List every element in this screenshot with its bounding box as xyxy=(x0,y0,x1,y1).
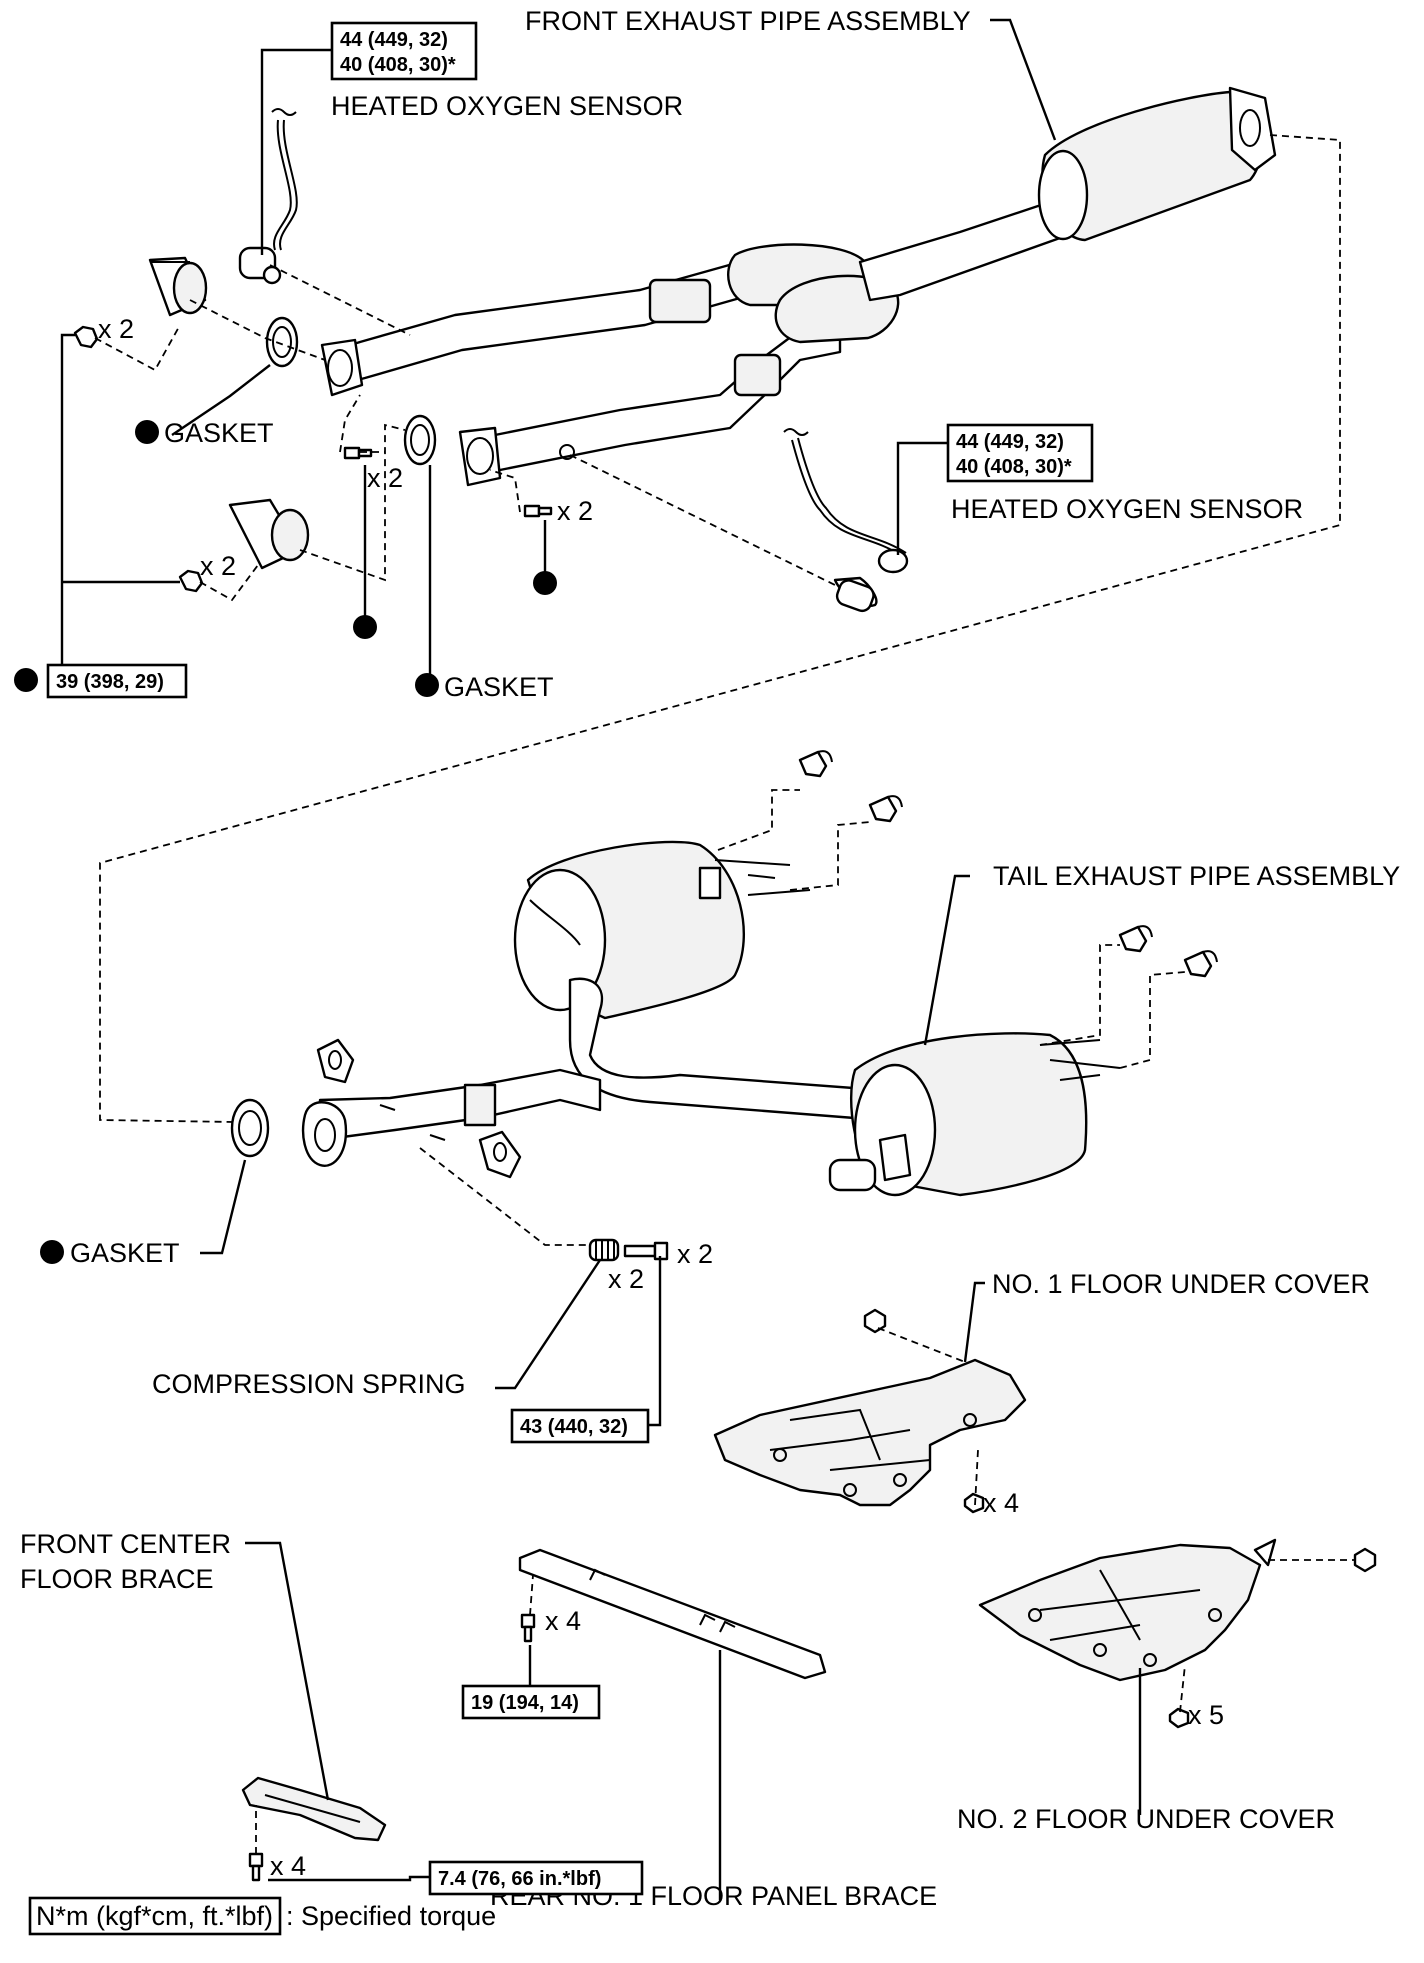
label-compression-spring: COMPRESSION SPRING xyxy=(152,1369,466,1399)
rear-no1-floor-panel-brace xyxy=(518,1548,827,1680)
torque-box-rear-brace: 19 (194, 14) xyxy=(461,1684,601,1720)
tail-exhaust-pipe-assembly xyxy=(301,840,1121,1197)
legend-torque-box xyxy=(28,1896,282,1936)
label-no1-floor-under-cover: NO. 1 FLOOR UNDER COVER xyxy=(992,1269,1370,1299)
count-no2-cover-bolts: x 5 xyxy=(1188,1700,1224,1730)
tail-dashed-guides xyxy=(419,789,1186,1246)
torque-rear-brace-bolt: 19 (194, 14) xyxy=(471,1692,579,1714)
torque-box-front-brace: 7.4 (76, 66 in.*lbf) xyxy=(428,1860,644,1896)
nut-lower xyxy=(178,569,204,593)
leader-lines xyxy=(60,18,1142,1900)
torque-o2-right-line2: 40 (408, 30)* xyxy=(956,456,1072,478)
count-nut-lower: x 2 xyxy=(200,551,236,581)
legend-torque-description: : Specified torque xyxy=(286,1901,496,1931)
no1-floor-under-cover xyxy=(713,1308,1027,1514)
legend: N*m (kgf*cm, ft.*lbf) : Specified torque xyxy=(28,1896,496,1936)
torque-o2-top-line2: 40 (408, 30)* xyxy=(340,54,456,76)
count-nut-upper: x 2 xyxy=(98,314,134,344)
label-front-center-brace-2: FLOOR BRACE xyxy=(20,1564,214,1594)
count-bolt-mid: x 2 xyxy=(557,496,593,526)
gasket-lower xyxy=(403,414,437,466)
torque-box-nuts: 39 (398, 29) xyxy=(46,663,188,699)
heated-oxygen-sensor-upper xyxy=(238,108,298,285)
no2-floor-under-cover xyxy=(978,1538,1377,1729)
count-rear-brace-bolts: x 4 xyxy=(545,1606,581,1636)
count-spring-bolt: x 2 xyxy=(677,1239,713,1269)
compression-spring xyxy=(588,1238,620,1262)
nut-upper xyxy=(73,325,99,349)
legend-torque-units: N*m (kgf*cm, ft.*lbf) xyxy=(36,1901,273,1931)
count-front-brace-bolts: x 4 xyxy=(270,1851,306,1881)
label-heated-oxygen-sensor-top: HEATED OXYGEN SENSOR xyxy=(331,91,683,121)
bolt-left xyxy=(343,446,373,460)
label-no2-floor-under-cover: NO. 2 FLOOR UNDER COVER xyxy=(957,1804,1335,1834)
torque-o2-top-line1: 44 (449, 32) xyxy=(340,29,448,51)
front-center-floor-brace xyxy=(241,1776,387,1882)
gasket-upper xyxy=(265,316,299,368)
label-gasket-1: GASKET xyxy=(164,418,274,448)
front-exhaust-pipe-assembly xyxy=(320,86,1277,487)
heated-oxygen-sensor-right xyxy=(783,428,909,613)
torque-box-spring-bolt: 43 (440, 32) xyxy=(510,1408,650,1444)
front-dashed-guides xyxy=(94,134,1341,1123)
label-front-center-brace-1: FRONT CENTER xyxy=(20,1529,231,1559)
count-spring: x 2 xyxy=(608,1264,644,1294)
torque-box-o2-top: 44 (449, 32) 40 (408, 30)* xyxy=(330,21,478,81)
torque-o2-right-line1: 44 (449, 32) xyxy=(956,431,1064,453)
label-gasket-3: GASKET xyxy=(70,1238,180,1268)
exhaust-manifold-stubs xyxy=(148,256,310,570)
bolt-mid xyxy=(523,504,553,518)
exhaust-hangers xyxy=(316,750,1218,1179)
label-gasket-2: GASKET xyxy=(444,672,554,702)
gasket-tail xyxy=(230,1098,270,1158)
label-tail-exhaust-pipe-assembly: TAIL EXHAUST PIPE ASSEMBLY xyxy=(993,861,1400,891)
torque-nuts: 39 (398, 29) xyxy=(56,671,164,693)
label-front-exhaust-pipe-assembly: FRONT EXHAUST PIPE ASSEMBLY xyxy=(525,6,971,36)
torque-front-brace-bolt: 7.4 (76, 66 in.*lbf) xyxy=(438,1868,601,1890)
count-no1-cover-bolts: x 4 xyxy=(983,1488,1019,1518)
count-bolt-left: x 2 xyxy=(367,463,403,493)
label-heated-oxygen-sensor-right: HEATED OXYGEN SENSOR xyxy=(951,494,1303,524)
torque-box-o2-right: 44 (449, 32) 40 (408, 30)* xyxy=(946,423,1094,483)
torque-spring-bolt: 43 (440, 32) xyxy=(520,1416,628,1438)
